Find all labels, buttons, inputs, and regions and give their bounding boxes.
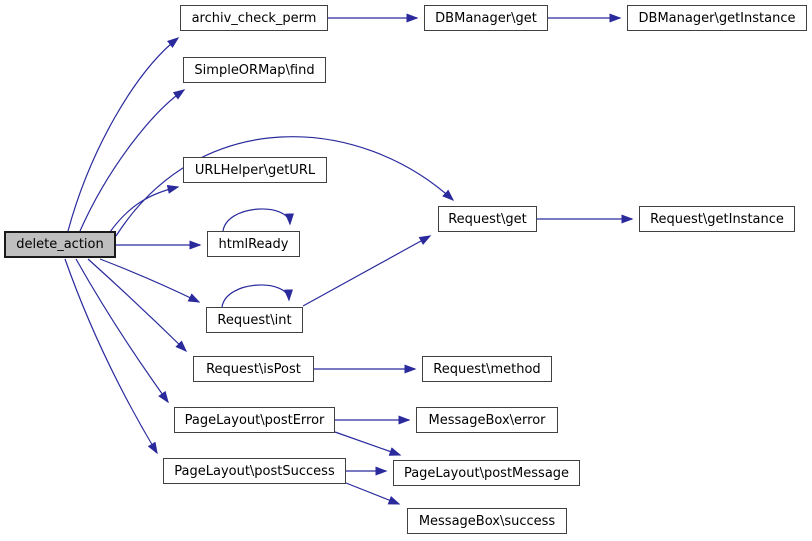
edge-delete_action-simpleormap_find (79, 89, 186, 232)
node-messagebox-error[interactable]: MessageBox\error (416, 407, 558, 433)
node-pagelayout-posterror[interactable]: PageLayout\postError (174, 407, 335, 433)
edge-delete_action-pagelayout_postsuccess (64, 258, 158, 455)
edge-delete_action-request_ispost (87, 258, 188, 353)
node-messagebox-success[interactable]: MessageBox\success (407, 508, 567, 534)
node-request-int[interactable]: Request\int (206, 307, 303, 333)
edge-request_int-request_get (302, 235, 432, 307)
node-request-ispost[interactable]: Request\isPost (193, 356, 314, 382)
edge-delete_action-urlhelper_geturl (109, 184, 180, 233)
edge-htmlready-self-loop (222, 208, 294, 232)
node-simpleormap-find[interactable]: SimpleORMap\find (183, 57, 326, 83)
node-pagelayout-postmessage[interactable]: PageLayout\postMessage (393, 460, 580, 486)
edge-pagelayout_posterror-pagelayout_postmessage (334, 431, 402, 456)
edge-delete_action-archiv_check_perm (67, 37, 180, 232)
node-request-getinstance[interactable]: Request\getInstance (639, 206, 795, 232)
node-htmlready[interactable]: htmlReady (207, 231, 300, 257)
node-archiv-check-perm[interactable]: archiv_check_perm (180, 5, 328, 31)
edge-delete_action-pagelayout_posterror (75, 258, 169, 404)
node-urlhelper-geturl[interactable]: URLHelper\getURL (183, 157, 327, 183)
node-delete-action: delete_action (4, 231, 116, 258)
node-dbmanager-getinstance[interactable]: DBManager\getInstance (627, 5, 807, 31)
edge-delete_action-request_get (115, 136, 455, 237)
node-request-method[interactable]: Request\method (422, 356, 552, 382)
edge-delete_action-request_int (99, 258, 201, 303)
edge-request_int-self-loop (221, 284, 293, 308)
node-request-get[interactable]: Request\get (438, 206, 537, 232)
node-dbmanager-get[interactable]: DBManager\get (424, 5, 548, 31)
edge-pagelayout_postsuccess-messagebox_success (345, 482, 401, 505)
node-pagelayout-postsuccess[interactable]: PageLayout\postSuccess (163, 458, 346, 484)
